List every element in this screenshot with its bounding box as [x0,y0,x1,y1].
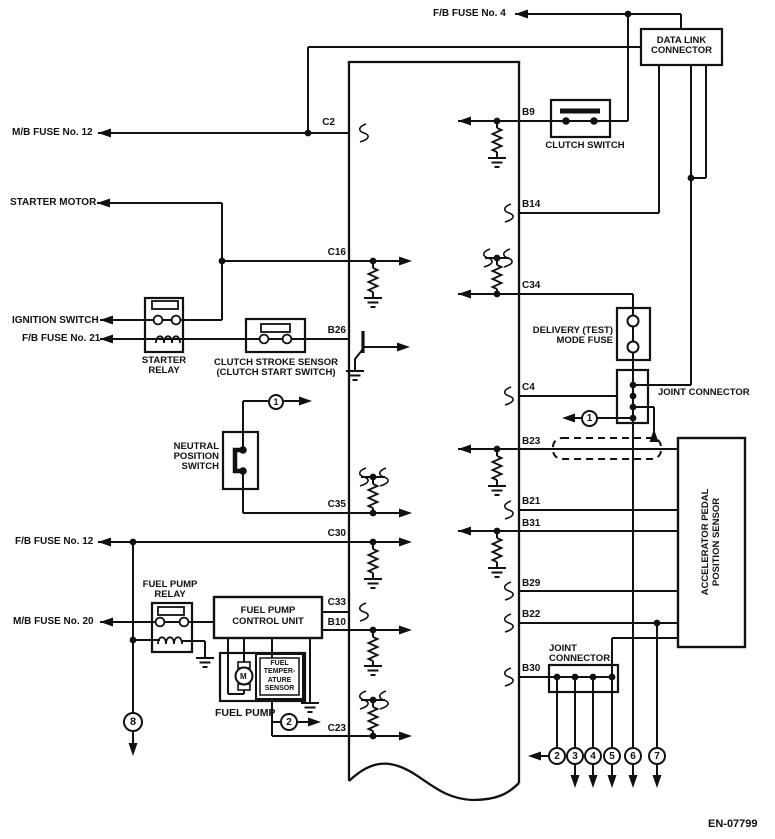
pin-b26: B26 [327,325,346,336]
ref-circle-row-7: 7 [648,747,666,765]
fb-fuse-21-label: F/B FUSE No. 21 [22,333,101,344]
pin-c4: C4 [522,382,535,393]
pin-b22: B22 [522,609,541,620]
ground-b10 [363,665,383,676]
pin-c35: C35 [327,499,346,510]
delivery-mode-fuse-label: DELIVERY (TEST) MODE FUSE [532,325,613,346]
fb-fuse-4-label: F/B FUSE No. 4 [433,8,506,19]
pin-c23: C23 [327,723,346,734]
ref-circle-row-2: 2 [548,747,566,765]
neutral-position-switch-box [221,430,260,491]
symbols [97,9,695,788]
pin-b9: B9 [522,107,535,118]
break-b21 [503,500,514,520]
break-b29 [503,581,514,601]
ground-b9 [487,157,507,168]
joint-connector-bottom-box [547,663,620,694]
ref-circle-row-6: 6 [624,747,642,765]
motor-icon [234,666,254,686]
accelerator-pedal-position-sensor-label: ACCELERATOR PEDAL POSITION SENSOR [700,488,722,596]
ground-relay-coil [195,657,215,668]
neutral-switch-bar [232,447,243,474]
pin-b21: B21 [522,496,541,507]
ref-circle-row-4: 4 [584,747,602,765]
break-b22 [503,613,514,633]
clutch-stroke-sensor-label: CLUTCH STROKE SENSOR (CLUTCH START SWITC… [213,357,339,378]
fuel-pump-control-unit-box [212,595,324,640]
starter-relay-bar [151,300,179,310]
break-b14 [503,203,514,223]
ref-circle-1-left: 1 [268,394,284,410]
mb-fuse-20-label: M/B FUSE No. 20 [13,616,94,627]
pin-c2: C2 [322,117,335,128]
break-c4 [503,386,514,406]
break-c33 [358,602,369,622]
resistor-b9 [491,127,503,153]
shield-drain-arrow [649,429,659,442]
clutch-switch-label: CLUTCH SWITCH [545,140,625,151]
ref-circle-row-3: 3 [566,747,584,765]
break-c2 [358,123,369,143]
resistor-b23 [491,455,503,481]
ground-b23 [487,485,507,496]
ref-circle-8: 8 [123,712,143,732]
clutch-stroke-sensor-bar [260,323,291,333]
starter-relay-label: STARTER RELAY [141,355,187,376]
ground-b31 [487,567,507,578]
ground-c30 [363,578,383,589]
fb-fuse-12-label: F/B FUSE No. 12 [15,536,94,547]
ref-circle-2-fuel: 2 [280,713,298,731]
pin-c33: C33 [327,597,346,608]
resistor-c16 [367,267,379,293]
pin-c30: C30 [327,528,346,539]
motor-m-label: M [240,672,247,681]
pin-c34: C34 [522,280,541,291]
starter-motor-label: STARTER MOTOR [10,197,97,208]
pin-b23: B23 [522,436,541,447]
pin-b10: B10 [327,617,346,628]
resistor-c34-pullup [491,264,503,290]
mb-fuse-12-label: M/B FUSE No. 12 [12,127,93,138]
pin-b31: B31 [522,518,541,529]
pin-b14: B14 [522,199,541,210]
break-b30 [503,667,514,687]
figure-code: EN-07799 [708,818,758,830]
resistor-b10 [367,636,379,662]
ecm-outline [347,60,521,802]
fuel-temperature-sensor-box-inner [259,657,300,696]
accelerator-pedal-position-sensor-box [676,436,747,649]
ecm-torn-edge [348,762,520,802]
fuel-pump-control-unit-label: FUEL PUMP CONTROL UNIT [232,605,304,627]
resistor-b31 [491,537,503,563]
pin-b30: B30 [522,663,541,674]
fuel-temperature-sensor-label: FUEL TEMPER- ATURE SENSOR [263,660,296,693]
ref-circle-row-5: 5 [603,747,621,765]
ground-c16 [363,297,383,308]
fuel-pump-relay-label: FUEL PUMP RELAY [142,579,198,600]
resistor-c30 [367,548,379,574]
ignition-switch-label: IGNITION SWITCH [12,315,99,326]
clutch-stroke-sensor-box [244,317,307,354]
resistor-c23-pullup [367,706,379,732]
joint-connector-bottom-label: JOINT CONNECTOR [549,643,611,664]
ground-fuel-pump [300,702,320,713]
data-link-connector-label: DATA LINK CONNECTOR [650,35,713,56]
pin-b29: B29 [522,578,541,589]
joint-connector-right-label: JOINT CONNECTOR [658,387,750,398]
fuel-pump-relay-bar [157,606,185,616]
fuel-pump-label: FUEL PUMP [215,707,276,719]
resistor-c35-pullup [367,483,379,509]
clutch-switch-box [549,98,612,139]
ref-circle-1-right: 1 [581,410,598,427]
neutral-position-switch-label: NEUTRAL POSITION SWITCH [173,441,219,472]
pin-c16: C16 [327,247,346,258]
